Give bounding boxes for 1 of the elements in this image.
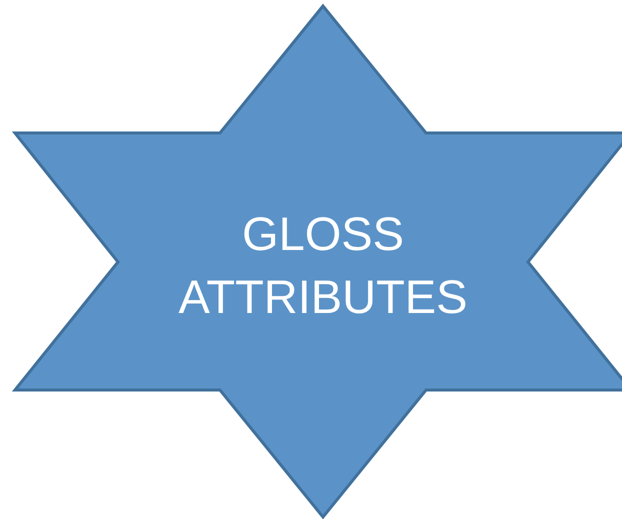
shape-label: GLOSS ATTRIBUTES (178, 206, 468, 325)
